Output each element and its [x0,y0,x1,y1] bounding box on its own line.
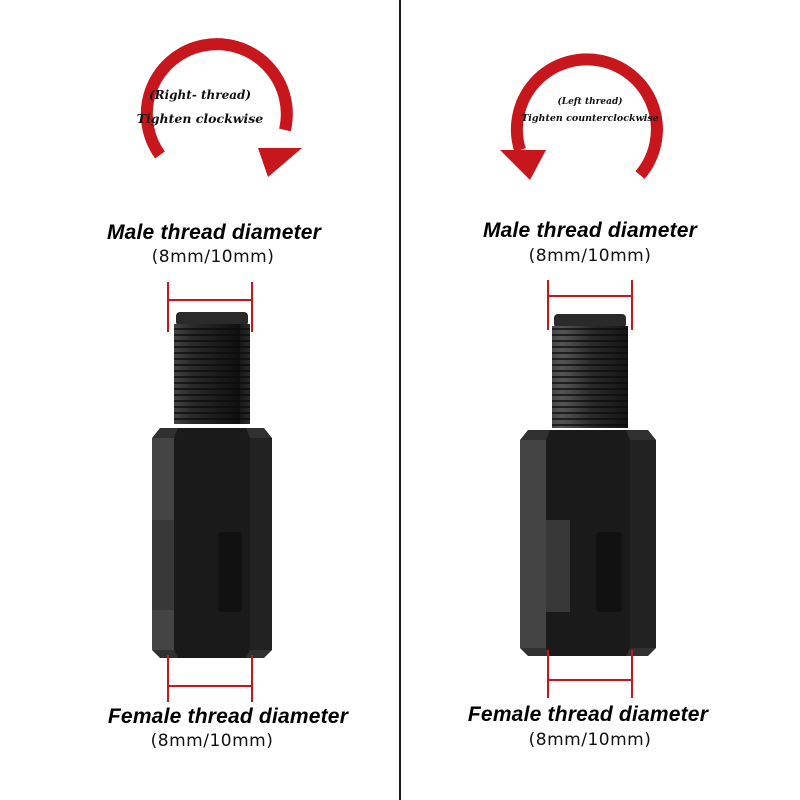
clockwise-arrow-icon [140,38,302,177]
female-thread-size: (8mm/10mm) [528,730,652,750]
male-thread-size: (8mm/10mm) [528,246,652,266]
thread-adapter-bolt-left [152,282,272,702]
tighten-direction-label: Tighten counterclockwise [521,113,659,124]
male-thread-heading: Male thread diameter [106,221,322,244]
thread-type-label: (Left thread) [557,97,623,107]
counterclockwise-arrow-icon [500,53,663,180]
female-thread-heading: Female thread diameter [107,705,349,728]
right-thread-panel: (Right- thread) Tighten clockwise Male t… [107,38,348,751]
male-thread-size: (8mm/10mm) [151,247,275,267]
left-thread-panel: (Left thread) Tighten counterclockwise M… [400,0,800,800]
panel-divider [399,0,401,800]
female-thread-size: (8mm/10mm) [150,731,274,751]
tighten-direction-label: Tighten clockwise [136,111,264,126]
male-thread-heading: Male thread diameter [482,219,698,242]
thread-type-label: (Right- thread) [148,88,252,102]
female-thread-heading: Female thread diameter [467,703,709,726]
thread-adapter-bolt-right [520,280,656,698]
